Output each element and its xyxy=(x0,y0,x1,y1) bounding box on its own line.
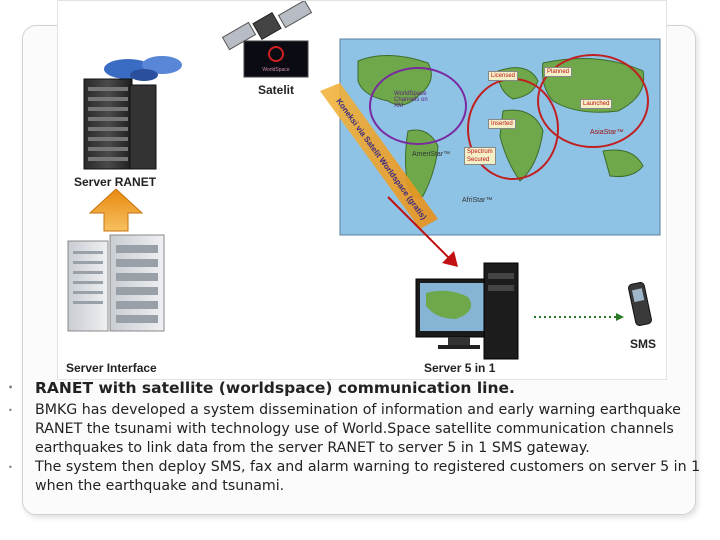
map-label-ameristar: AmeriStar™ xyxy=(412,151,451,158)
map-tag-spectrum-secured: Spectrum Secured xyxy=(464,147,496,165)
ranet-diagram: WorldSpace Koneksi via Satelit Worldspac… xyxy=(57,0,667,380)
bullet-item: • RANET with satellite (worldspace) comm… xyxy=(8,378,708,398)
server-interface-icon xyxy=(67,234,165,332)
bullet-item: • BMKG has developed a system disseminat… xyxy=(8,401,708,458)
diagram-graphics: WorldSpace Koneksi via Satelit Worldspac… xyxy=(67,1,661,360)
satellite-icon xyxy=(221,1,313,51)
bullet-dot-icon: • xyxy=(8,463,13,472)
bullet-text: The system then deploy SMS, fax and alar… xyxy=(35,459,701,494)
satellite-dish-icon xyxy=(104,56,182,81)
map-label-worldspace-xm: WorldSpace Channels on XM xyxy=(394,91,428,109)
map-label-asiastar: AsiaStar™ xyxy=(590,129,624,136)
link-arrow xyxy=(387,196,458,267)
dotted-arrow xyxy=(534,313,624,321)
bullet-text: RANET with satellite (worldspace) commun… xyxy=(35,379,515,397)
arrow-up-icon xyxy=(88,188,144,232)
bullet-dot-icon: • xyxy=(8,383,14,392)
server-ranet-icon xyxy=(83,78,157,170)
label-satelit: Satelit xyxy=(258,83,295,97)
world-map xyxy=(339,38,661,236)
phone-icon xyxy=(628,282,652,326)
worldspace-logo: WorldSpace xyxy=(243,40,309,78)
map-tag-launched: Launched xyxy=(580,99,613,109)
label-server-5in1: Server 5 in 1 xyxy=(424,361,496,375)
satellite-link-band xyxy=(320,83,438,229)
bullet-dot-icon: • xyxy=(8,406,13,415)
map-tag-planned: Planned xyxy=(544,67,573,77)
label-server-interface: Server Interface xyxy=(66,361,157,375)
server-5in1-icon xyxy=(415,262,519,360)
label-server-ranet: Server RANET xyxy=(74,175,157,189)
label-sms: SMS xyxy=(630,337,657,351)
map-label-afristar: AfriStar™ xyxy=(462,197,493,204)
svg-text:WorldSpace: WorldSpace xyxy=(262,67,289,73)
bullet-list: • RANET with satellite (worldspace) comm… xyxy=(8,378,708,496)
bullet-text: BMKG has developed a system disseminatio… xyxy=(35,402,681,456)
map-tag-inserted: Inserted xyxy=(488,119,516,129)
map-tag-licensed: Licensed xyxy=(488,71,519,81)
bullet-item: • The system then deploy SMS, fax and al… xyxy=(8,458,708,496)
